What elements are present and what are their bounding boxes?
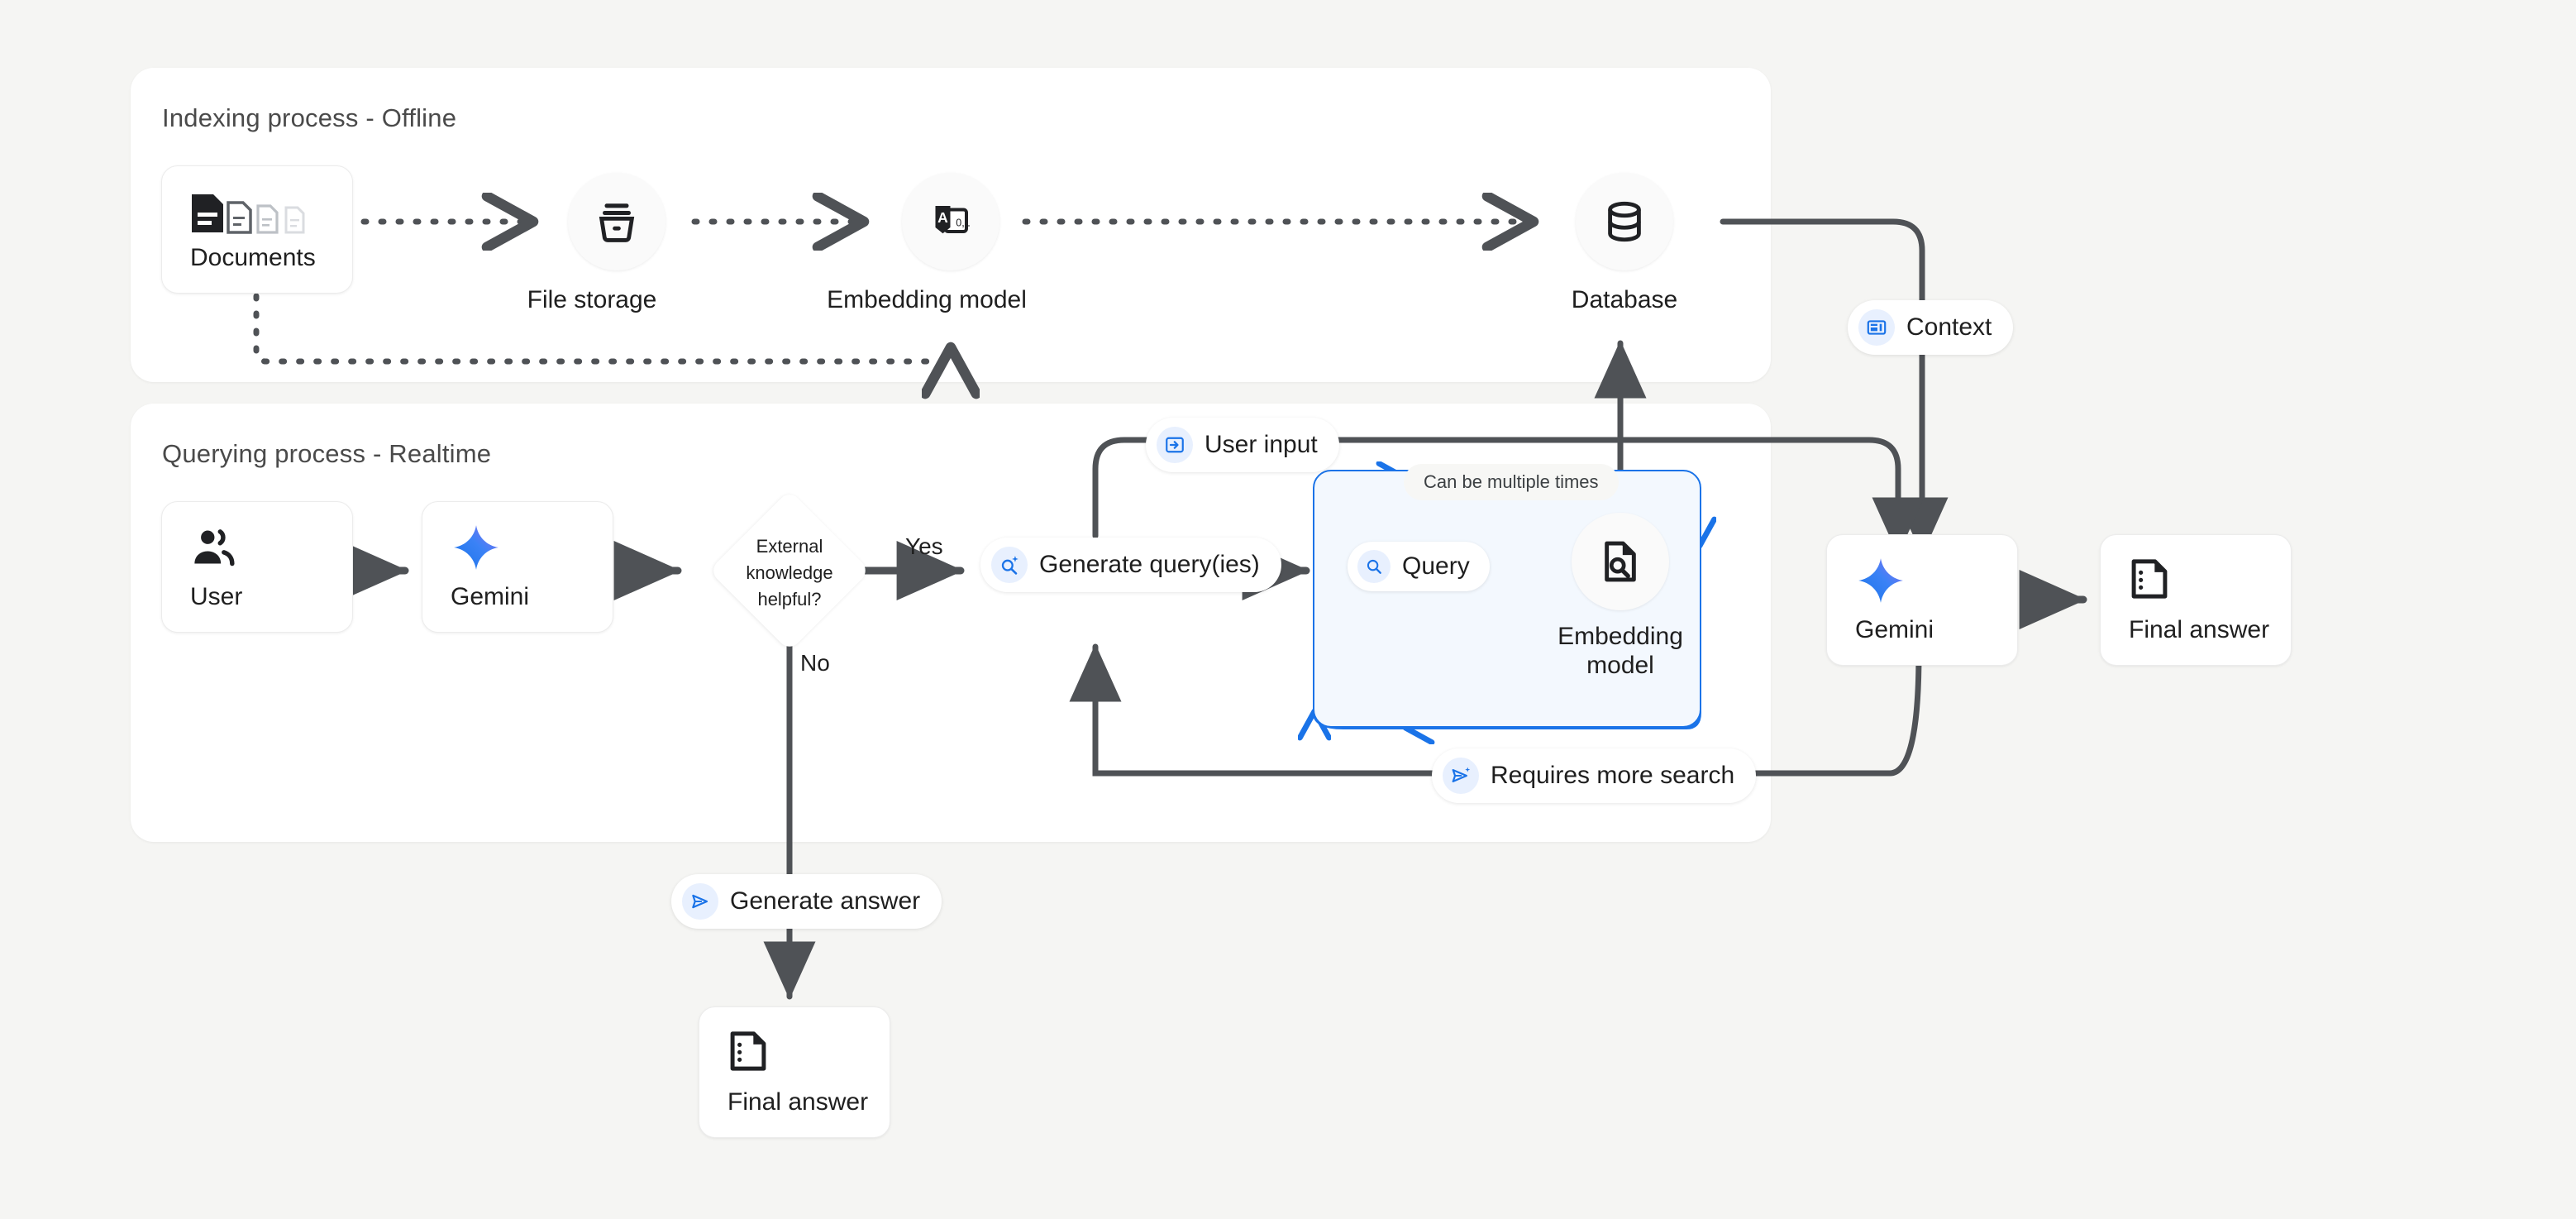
icon-embedding-model-indexing-label: Embedding model [827,286,1027,313]
pill-query[interactable]: Query [1348,542,1490,591]
pill-user-input-label: User input [1205,431,1318,458]
card-documents[interactable]: Documents [161,165,353,294]
panel-indexing-title: Indexing process - Offline [162,103,457,132]
pill-generate-queries-label: Generate query(ies) [1039,551,1260,578]
search-icon [1357,550,1391,583]
card-gemini-right[interactable]: Gemini [1826,534,2018,666]
card-gemini-left[interactable]: Gemini [422,501,613,633]
card-gemini-right-label: Gemini [1855,616,1934,643]
context-card-icon [1858,309,1895,346]
svg-text:A: A [937,209,948,226]
icon-file-storage[interactable] [568,173,665,270]
decision-external-knowledge-label: External knowledge helpful? [746,536,833,610]
panel-querying-title: Querying process - Realtime [162,439,492,468]
card-user-label: User [190,583,243,610]
icon-embedding-model-query-label: Embedding model [1558,623,1683,680]
card-user[interactable]: User [161,501,353,633]
pill-requires-more-search[interactable]: Requires more search [1432,748,1757,803]
file-storage-icon [599,203,635,242]
loop-note: Can be multiple times [1404,464,1619,500]
pill-generate-queries[interactable]: Generate query(ies) [980,538,1281,592]
icon-embedding-model-query[interactable] [1572,513,1669,610]
database-icon [1608,201,1641,242]
card-final-answer-right-label: Final answer [2129,616,2270,643]
pill-generate-answer-label: Generate answer [730,887,921,915]
card-documents-label: Documents [190,244,316,271]
edge-label-yes: Yes [905,533,943,559]
answer-doc-icon [727,1029,769,1078]
document-search-icon [1605,541,1636,582]
card-final-answer-right[interactable]: Final answer [2100,534,2292,666]
send-sparkle-icon [1443,758,1479,794]
pill-user-input[interactable]: User input [1146,418,1339,472]
pill-generate-answer[interactable]: Generate answer [671,874,942,929]
icon-file-storage-label: File storage [527,286,657,313]
gemini-sparkle-icon [1855,555,1906,610]
card-gemini-left-label: Gemini [451,583,530,610]
embedding-model-icon: 0,1 A [935,206,971,234]
card-final-answer-bottom[interactable]: Final answer [699,1006,890,1138]
pill-context[interactable]: Context [1848,300,2014,355]
input-arrow-icon [1157,427,1193,463]
answer-doc-icon [2129,557,2170,605]
gemini-sparkle-icon [451,522,502,577]
send-icon [682,883,718,920]
icon-embedding-model-indexing[interactable]: 0,1 A [902,173,999,270]
pill-context-label: Context [1906,313,1992,341]
search-sparkle-icon [991,547,1028,583]
svg-text:0,1: 0,1 [956,218,970,229]
icon-database-label: Database [1571,286,1678,313]
documents-icon [190,191,314,240]
icon-database[interactable] [1576,173,1673,270]
edge-label-no: No [800,650,830,676]
pill-query-label: Query [1402,552,1470,580]
pill-requires-more-search-label: Requires more search [1491,762,1735,789]
user-group-icon [190,527,238,572]
card-final-answer-bottom-label: Final answer [727,1088,869,1116]
